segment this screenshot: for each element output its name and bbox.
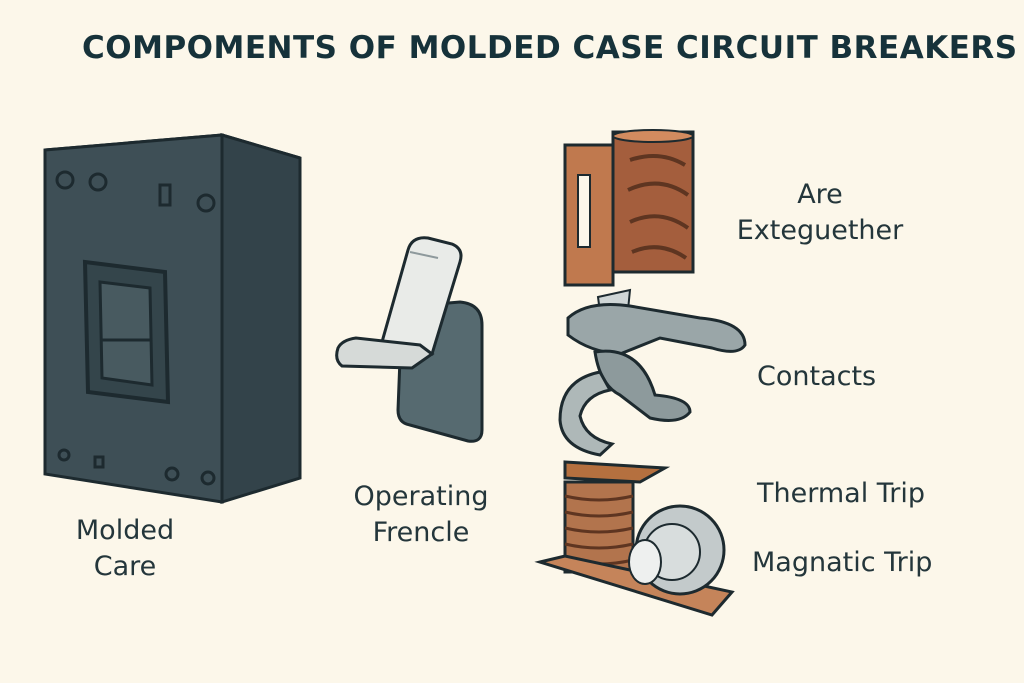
diagram-title: COMPOMENTS OF MOLDED CASE CIRCUIT BREAKE… [82, 30, 1018, 66]
contacts-label: Contacts [757, 361, 877, 392]
operating-handle-illustration [335, 236, 484, 443]
magnetic-trip-label: Magnatic Trip [752, 547, 933, 578]
arc-extinguisher-label: Are Exteguether [720, 177, 920, 249]
molded-case-illustration [43, 132, 302, 505]
molded-case-label-line2: Care [93, 551, 157, 582]
operating-handle-label-line1: Operating [353, 481, 489, 512]
magnetic-trip-illustration [534, 504, 735, 617]
operating-handle-label-line2: Frencle [372, 517, 470, 548]
molded-case-label: Molded Care [70, 513, 180, 585]
operating-handle-label: Operating Frencle [336, 479, 506, 551]
molded-case-label-line1: Molded [75, 515, 175, 546]
contacts-illustration [558, 288, 747, 457]
arc-extinguisher-label-line1: Are [797, 179, 843, 210]
thermal-trip-label: Thermal Trip [757, 478, 926, 509]
arc-extinguisher-label-line2: Exteguether [736, 215, 904, 246]
arc-chute-illustration [563, 129, 695, 287]
